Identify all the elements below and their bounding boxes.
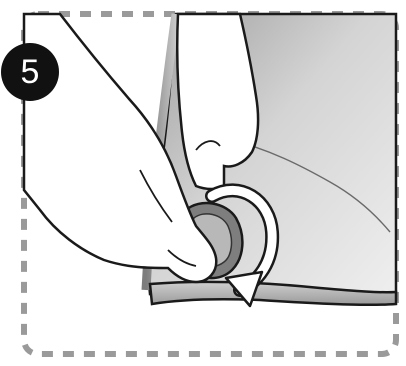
step-number-badge: 5 xyxy=(1,43,59,101)
